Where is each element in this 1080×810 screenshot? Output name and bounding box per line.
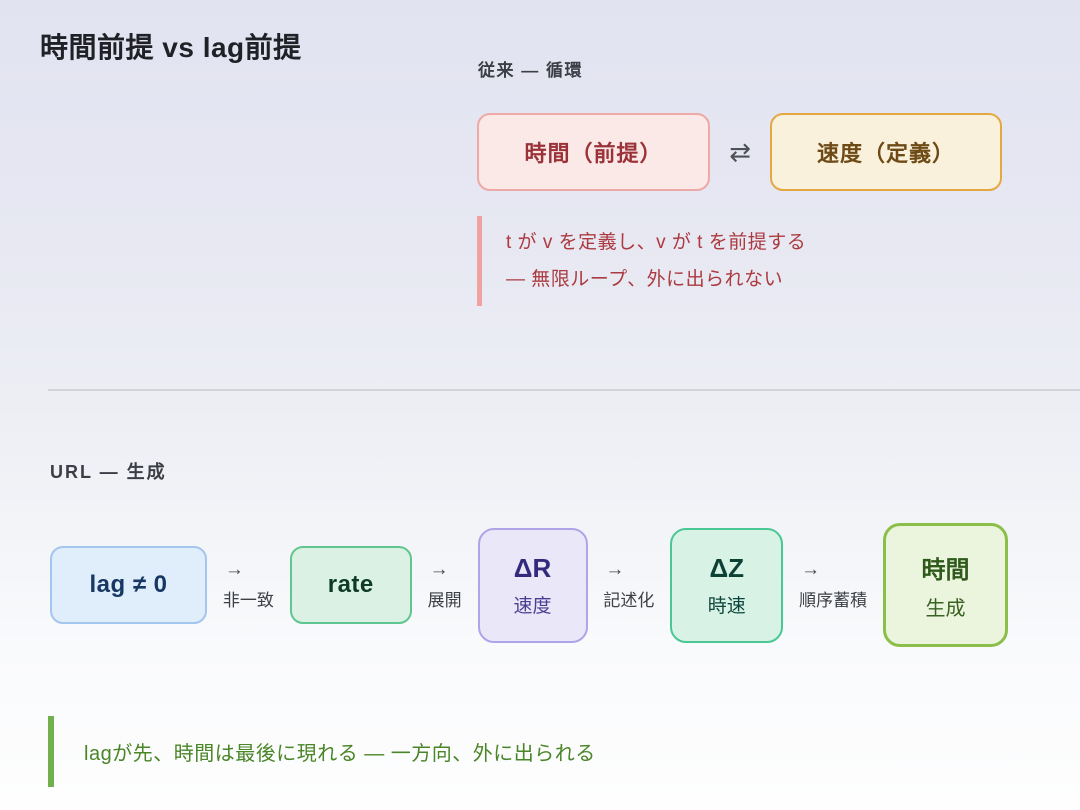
connector-accumulate: → 順序蓄積 [799, 559, 867, 611]
callout-line-2: — 無限ループ、外に出られない [506, 269, 784, 290]
lag-box: lag ≠ 0 [50, 546, 207, 624]
section-divider [48, 389, 1080, 391]
bidirectional-arrow-icon: ⇄ [729, 136, 751, 167]
right-arrow-icon: → [224, 559, 244, 580]
connector-label: 展開 [427, 591, 462, 610]
section-label-url: URL — 生成 [50, 462, 167, 482]
speed-definition-label: 速度（定義） [816, 141, 955, 166]
time-generated-box-sublabel: 生成 [925, 597, 966, 620]
page-title: 時間前提 vs lag前提 [40, 32, 302, 63]
one-way-callout-text: lagが先、時間は最後に現れる — 一方向、外に出られる [84, 743, 596, 765]
lag-box-label: lag ≠ 0 [89, 571, 168, 598]
section-label-conventional: 従来 — 循環 [478, 61, 583, 80]
delta-r-box: ΔR 速度 [477, 527, 588, 643]
delta-z-box: ΔZ 時速 [670, 527, 784, 643]
connector-label: 順序蓄積 [799, 591, 868, 610]
connector-expand: → 展開 [428, 559, 462, 611]
connector-mismatch: → 非一致 [223, 559, 274, 611]
delta-r-box-sublabel: 速度 [513, 595, 552, 617]
one-way-callout: lagが先、時間は最後に現れる — 一方向、外に出られる [48, 716, 596, 787]
delta-r-box-label: ΔR [513, 552, 552, 583]
right-arrow-icon: → [605, 559, 625, 580]
right-arrow-icon: → [429, 559, 449, 580]
url-flow-row: lag ≠ 0 → 非一致 rate → 展開 ΔR 速度 → 記述化 ΔZ 時… [50, 520, 1008, 650]
callout-line-1: t が v を定義し、v が t を前提する [506, 232, 807, 253]
speed-definition-box: 速度（定義） [770, 113, 1002, 191]
time-premise-box: 時間（前提） [477, 113, 710, 191]
right-arrow-icon: → [801, 559, 821, 580]
delta-z-box-label: ΔZ [709, 552, 745, 583]
time-premise-label: 時間（前提） [524, 141, 663, 166]
time-generated-box: 時間 生成 [883, 523, 1008, 647]
rate-box: rate [289, 546, 412, 624]
delta-z-box-sublabel: 時速 [707, 595, 746, 617]
connector-describe: → 記述化 [603, 559, 654, 611]
circular-loop-callout: t が v を定義し、v が t を前提する — 無限ループ、外に出られない [477, 216, 806, 306]
connector-label: 記述化 [603, 591, 655, 610]
connector-label: 非一致 [222, 591, 274, 610]
conventional-flow-row: 時間（前提） ⇄ 速度（定義） [477, 113, 1002, 191]
rate-box-label: rate [327, 571, 374, 598]
time-generated-box-label: 時間 [921, 556, 970, 584]
